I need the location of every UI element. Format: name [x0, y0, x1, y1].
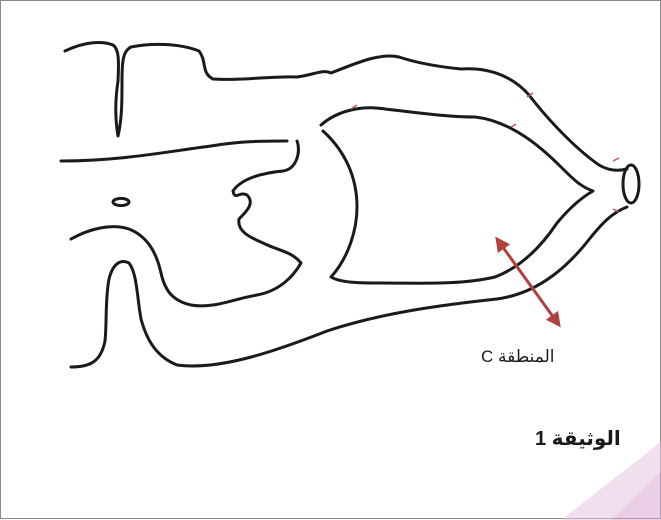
- inner-cavity-outline: [321, 108, 593, 283]
- watermark-shape: [561, 441, 661, 520]
- region-c-label: المنطقة C: [481, 347, 555, 367]
- terminal-tube-shape: [623, 165, 639, 203]
- grey-matter-outline: [71, 141, 301, 306]
- document-title: الوثيقة 1: [535, 426, 621, 451]
- ventral-outline: [71, 207, 627, 367]
- central-canal-shape: [113, 198, 129, 205]
- midline-outline: [61, 141, 287, 161]
- region-c-arrow: [497, 239, 559, 325]
